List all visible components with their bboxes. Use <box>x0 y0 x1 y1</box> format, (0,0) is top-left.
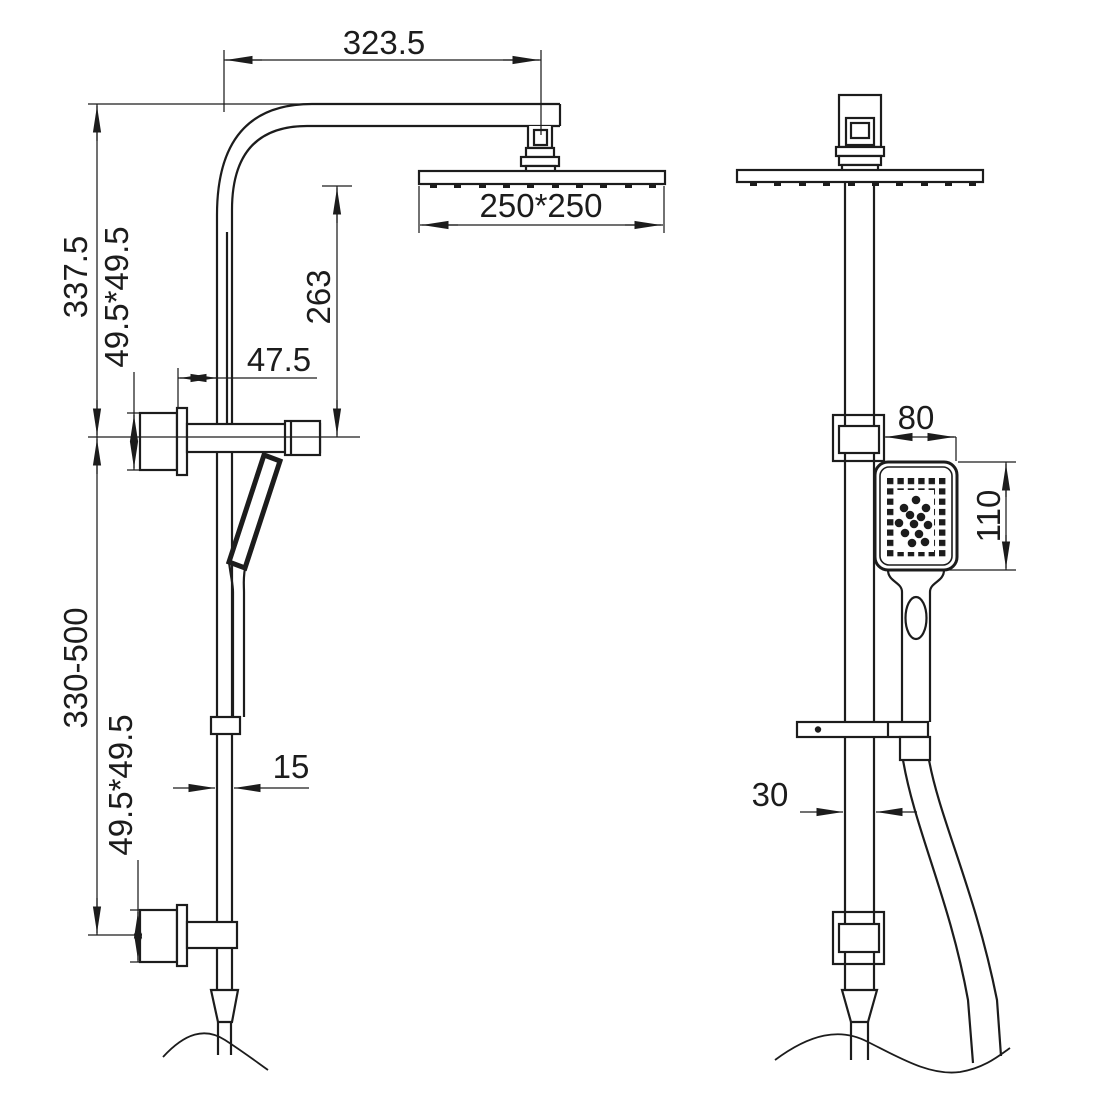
hand-shower-head-side <box>225 451 284 572</box>
dim-label-head-drop: 263 <box>300 269 337 324</box>
side-view <box>138 102 667 1071</box>
dim-head-drop: 263 <box>300 185 352 437</box>
dim-label-hand-head-width: 80 <box>898 399 935 436</box>
rail-pipe-side <box>215 102 562 990</box>
dim-upper-bracket-size: 49.5*49.5 <box>98 226 149 471</box>
hose-nut-side <box>209 715 242 736</box>
rail-bottom-front <box>774 988 1011 1074</box>
dim-label-hand-head-height: 110 <box>970 490 1007 543</box>
center-spray-nozzles <box>894 495 933 548</box>
dim-label-bracket-offset: 47.5 <box>247 341 311 378</box>
handle-neck-left <box>886 569 904 593</box>
dim-bracket-offset: 47.5 <box>177 341 317 408</box>
holder-screw <box>814 726 822 733</box>
shower-hose <box>898 735 1003 1064</box>
break-line-front <box>774 1033 1011 1074</box>
rail-pipe-front <box>843 182 876 990</box>
hand-shower-front <box>873 460 959 722</box>
dim-label-arm-reach: 323.5 <box>343 24 426 61</box>
nozzle-ticks-side <box>430 184 656 188</box>
dim-label-hose-gap: 30 <box>752 776 789 813</box>
slider-clamp-lower <box>831 910 886 966</box>
dim-label-overhead-size: 250*250 <box>480 187 603 224</box>
holder-bar-front <box>795 720 930 739</box>
front-view <box>735 93 1011 1074</box>
top-connector-front <box>834 93 886 175</box>
dim-label-rail-width: 15 <box>273 748 310 785</box>
reducer-front <box>840 988 879 1024</box>
swivel-connector-side <box>519 126 561 174</box>
lower-bracket-side <box>138 903 239 968</box>
overhead-shower-head-side <box>417 169 667 188</box>
reducer-side <box>209 988 240 1024</box>
dim-adjust-range: 330-500 <box>57 439 102 933</box>
dim-label-upper-height: 337.5 <box>57 236 94 319</box>
handle-button <box>904 595 928 641</box>
dim-label-upper-bracket-size: 49.5*49.5 <box>98 226 135 367</box>
nozzle-ticks-front <box>750 182 976 186</box>
hose-connector <box>898 735 932 762</box>
dimensions: 323.5 250*250 337.5 330-500 <box>57 24 1016 963</box>
overhead-shower-head-front <box>735 168 985 186</box>
dim-arm-reach: 323.5 <box>223 24 542 135</box>
handle-neck-right <box>928 569 946 593</box>
dim-rail-width: 15 <box>173 748 310 793</box>
dim-hand-head-height: 110 <box>932 461 1016 571</box>
upper-bracket-side <box>138 406 322 477</box>
dim-hose-gap: 30 <box>752 776 917 817</box>
dim-hand-head-width: 80 <box>884 399 957 461</box>
dim-label-adjust-range: 330-500 <box>57 607 94 728</box>
rail-bottom-side <box>162 988 269 1071</box>
dim-overhead-size: 250*250 <box>418 186 665 233</box>
hand-shower-side <box>209 451 284 736</box>
slider-clamp-upper <box>831 413 886 463</box>
shower-arm-inner <box>230 124 560 211</box>
dim-label-lower-bracket-size: 49.5*49.5 <box>102 714 139 855</box>
break-line-side <box>162 1032 269 1071</box>
dim-lower-bracket-size: 49.5*49.5 <box>102 714 152 963</box>
